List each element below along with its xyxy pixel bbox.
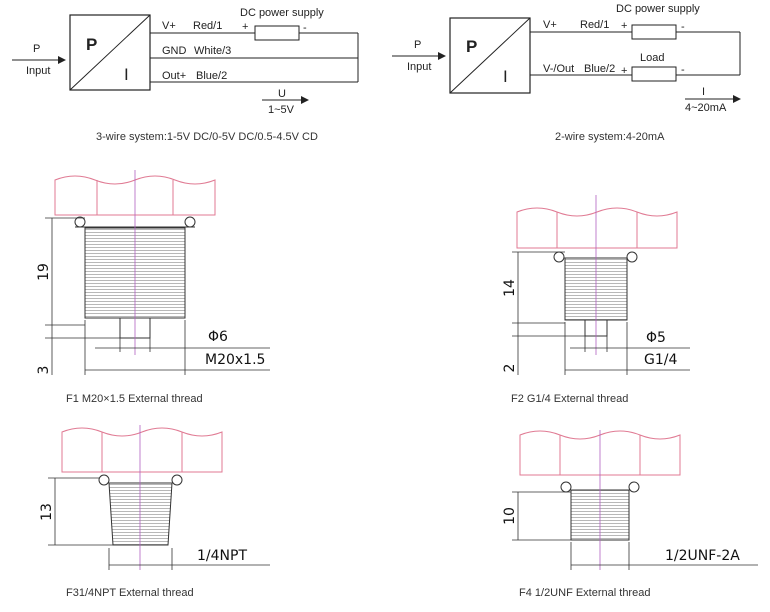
outplus-label: Out+ bbox=[162, 70, 186, 82]
white-wire-label: White/3 bbox=[194, 45, 231, 57]
vplus-label-2: V+ bbox=[543, 19, 557, 31]
f2-phi: Φ5 bbox=[646, 330, 666, 346]
caption-f2: F2 G1/4 External thread bbox=[511, 393, 628, 405]
plus-sign-load: + bbox=[621, 65, 627, 77]
minus-sign: - bbox=[303, 22, 307, 34]
wiring-3wire: P Input P I V+ Red/1 + - DC power supply… bbox=[12, 7, 359, 143]
input-p-label: P bbox=[33, 43, 40, 55]
caption-f3: F31/4NPT External thread bbox=[66, 587, 194, 599]
f1-thread: M20x1.5 bbox=[205, 352, 265, 368]
transducer-box bbox=[69, 14, 151, 91]
f3-height-13: 13 bbox=[39, 503, 55, 521]
caption-f4: F4 1/2UNF External thread bbox=[519, 587, 650, 599]
input-p-label-2: P bbox=[414, 39, 421, 51]
caption-f1: F1 M20×1.5 External thread bbox=[66, 393, 203, 405]
box-p-letter: P bbox=[86, 35, 97, 54]
dc-supply-label: DC power supply bbox=[240, 7, 324, 19]
dc-supply-box bbox=[254, 25, 300, 41]
f4-height-10: 10 bbox=[502, 507, 518, 525]
minus-sign-load: - bbox=[681, 64, 685, 76]
thread-f2: 14 2 Φ5 G1/4 F2 G1/4 External thread bbox=[502, 195, 690, 405]
box-i-letter-2: I bbox=[503, 67, 508, 86]
f1-phi: Φ6 bbox=[208, 329, 228, 345]
thread-f3: 13 1/4NPT F31/4NPT External thread bbox=[39, 425, 270, 599]
f2-height-14: 14 bbox=[502, 279, 518, 297]
blue-wire-label-2: Blue/2 bbox=[584, 63, 615, 75]
red-wire-label: Red/1 bbox=[193, 20, 222, 32]
caption-2wire: 2-wire system:4-20mA bbox=[555, 131, 665, 143]
transducer-box-2 bbox=[449, 17, 531, 94]
vout-label: V-/Out bbox=[543, 63, 574, 75]
input-label-2: Input bbox=[407, 61, 431, 73]
f2-thread: G1/4 bbox=[644, 352, 677, 368]
load-box bbox=[631, 66, 677, 82]
thread-f4: 10 1/2UNF-2A F4 1/2UNF External thread bbox=[502, 430, 758, 599]
f1-height-3: 3 bbox=[36, 366, 52, 375]
red-wire-label-2: Red/1 bbox=[580, 19, 609, 31]
box-i-letter: I bbox=[124, 65, 129, 84]
dc-supply-label-2: DC power supply bbox=[616, 3, 700, 15]
blue-wire-label: Blue/2 bbox=[196, 70, 227, 82]
plus-sign: + bbox=[242, 21, 248, 33]
dc-supply-box-2 bbox=[631, 24, 677, 40]
minus-sign-2: - bbox=[681, 21, 685, 33]
load-label: Load bbox=[640, 52, 664, 64]
thread-f1: 19 3 Φ6 M20x1.5 F1 M20×1.5 External thre… bbox=[36, 170, 270, 405]
input-label: Input bbox=[26, 65, 50, 77]
caption-3wire: 3-wire system:1-5V DC/0-5V DC/0.5-4.5V C… bbox=[96, 131, 318, 143]
voltage-range: 1~5V bbox=[268, 104, 295, 116]
wiring-2wire: P Input P I V+ Red/1 + - DC power supply… bbox=[392, 3, 741, 143]
u-label: U bbox=[278, 88, 286, 100]
plus-sign-2: + bbox=[621, 20, 627, 32]
gnd-label: GND bbox=[162, 45, 187, 57]
vplus-label: V+ bbox=[162, 20, 176, 32]
f2-height-2: 2 bbox=[502, 364, 518, 373]
box-p-letter-2: P bbox=[466, 37, 477, 56]
i-label: I bbox=[702, 86, 705, 98]
f3-thread: 1/4NPT bbox=[197, 548, 247, 564]
current-range: 4~20mA bbox=[685, 102, 727, 114]
f4-thread: 1/2UNF-2A bbox=[665, 548, 740, 564]
f1-height-19: 19 bbox=[36, 263, 52, 281]
